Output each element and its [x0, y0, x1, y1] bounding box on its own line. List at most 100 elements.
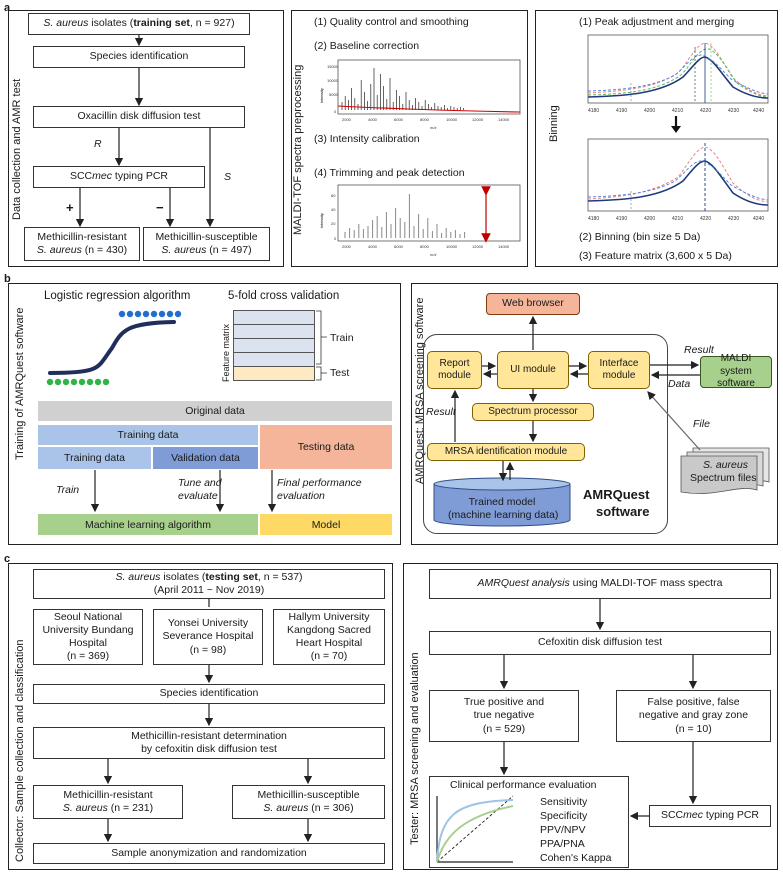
c-amr-analysis-box: AMRQuest analysis using MALDI-TOF mass s… — [429, 569, 771, 599]
spectrum-processor-box: Spectrum processor — [472, 403, 594, 421]
bin2-xtick: 4210 — [672, 216, 683, 222]
spec1-xlabel: m/z — [430, 125, 436, 130]
spec1-xtick: 12000 — [472, 117, 484, 122]
c-species-box: Species identification — [33, 684, 385, 704]
negative-dot — [70, 378, 78, 386]
panel-a-binning — [535, 10, 778, 267]
negative-dot — [102, 378, 110, 386]
cv-fold-1 — [233, 310, 315, 325]
testing-data-bar: Testing data — [260, 425, 392, 469]
positive-dot — [158, 310, 166, 318]
positive-dot — [150, 310, 158, 318]
bin1-xtick: 4240 — [753, 108, 764, 114]
spec2-ytick: 60 — [331, 193, 336, 198]
roc-curve-icon — [436, 795, 514, 863]
bin2-xtick: 4180 — [588, 216, 599, 222]
metric-sensitivity: Sensitivity — [540, 796, 588, 808]
label-final-1: Final performance — [277, 477, 362, 489]
spectrum-files-icon — [680, 447, 770, 494]
positive-dot — [142, 310, 150, 318]
a-ms-box: Methicillin-susceptible S. aureus (n = 4… — [143, 227, 270, 261]
original-data-bar: Original data — [38, 401, 392, 421]
bin2-xtick: 4200 — [644, 216, 655, 222]
ui-module-box: UI module — [497, 351, 569, 389]
c-isolates-box: S. aureus isolates (testing set, n = 537… — [33, 569, 385, 599]
spec1-xtick: 4000 — [368, 117, 378, 122]
cv-train-label: Train — [330, 332, 354, 344]
amrquest-label-2: software — [596, 504, 650, 519]
binning-side-label: Binning — [548, 105, 560, 142]
cv-fold-2 — [233, 324, 315, 339]
training-data-sub: Training data — [38, 447, 151, 469]
spec1-ytick: 10000 — [327, 78, 339, 83]
clinical-title: Clinical performance evaluation — [450, 779, 597, 791]
c-scc-box: SCCmec typing PCR — [649, 805, 771, 827]
c-anonymization-box: Sample anonymization and randomization — [33, 843, 385, 864]
metric-specificity: Specificity — [540, 810, 588, 822]
a-r-label: R — [94, 138, 102, 150]
maldi-side-label: MALDI-TOF spectra preprocessing — [292, 64, 304, 235]
maldi-step3: (3) Intensity calibration — [314, 133, 420, 145]
spectrum-baseline-plot: Intensity 15000 10000 5000 0 2000 4000 6… — [319, 59, 521, 130]
cv-test-label: Test — [330, 367, 350, 379]
c-cefoxitin-box: Cefoxitin disk diffusion test — [429, 631, 771, 655]
spec2-ytick: 40 — [331, 207, 336, 212]
a-scc-box: SCCmec typing PCR — [33, 166, 205, 188]
panel-letter-c: c — [4, 553, 11, 565]
binned-plot: 4180 4190 4200 4210 4220 4230 4240 — [587, 138, 769, 222]
bin2-xtick: 4190 — [616, 216, 627, 222]
negative-dot — [46, 378, 54, 386]
a-side-label: Data collection and AMR test — [11, 78, 23, 220]
positive-dot — [166, 310, 174, 318]
result-label-right: Result — [684, 344, 714, 356]
spectrum-peaks-plot: Intensity 60 40 20 0 2000 4000 6000 8000… — [319, 184, 521, 257]
trained-model-1: Trained model — [468, 496, 536, 508]
negative-dot — [94, 378, 102, 386]
negative-dot — [78, 378, 86, 386]
bin1-xtick: 4180 — [588, 108, 599, 114]
spec1-xtick: 14000 — [498, 117, 510, 122]
binning-down-arrow — [671, 116, 681, 133]
mrsa-module-box: MRSA identification module — [427, 443, 585, 461]
cv-braces — [316, 310, 327, 381]
spec2-xtick: 6000 — [394, 244, 404, 249]
file-label: File — [693, 418, 710, 430]
spec1-ytick: 5000 — [329, 92, 339, 97]
panel-letter-b: b — [4, 273, 11, 285]
cv-title: 5-fold cross validation — [228, 290, 340, 302]
spec2-xtick: 14000 — [498, 244, 510, 249]
result-label-left: Result — [426, 406, 456, 418]
maldi-step2: (2) Baseline correction — [314, 40, 420, 52]
bin1-xtick: 4210 — [672, 108, 683, 114]
spec1-ytick: 0 — [334, 109, 337, 114]
cv-fold-4 — [233, 352, 315, 367]
metric-ppv-npv: PPV/NPV — [540, 824, 586, 836]
label-tune-1: Tune and — [178, 477, 222, 489]
spec2-xtick: 12000 — [472, 244, 484, 249]
spec2-xtick: 8000 — [420, 244, 430, 249]
a-species-box: Species identification — [33, 46, 245, 68]
maldi-step4: (4) Trimming and peak detection — [314, 167, 465, 179]
spec2-ytick: 20 — [331, 221, 336, 226]
a-s-label: S — [224, 171, 232, 183]
logistic-regression-icon — [46, 310, 182, 386]
spec2-ylabel: Intensity — [319, 213, 324, 228]
spec1-xtick: 2000 — [342, 117, 352, 122]
positive-dot — [134, 310, 142, 318]
c-side-right: Tester: MRSA screening and evaluation — [409, 652, 421, 845]
a-mr-box: Methicillin-resistant S. aureus (n = 430… — [24, 227, 140, 261]
panel-letter-a: a — [4, 2, 11, 14]
binning-step3: (3) Feature matrix (3,600 x 5 Da) — [579, 250, 732, 262]
binning-step2: (2) Binning (bin size 5 Da) — [579, 231, 701, 243]
validation-data-bar: Validation data — [153, 447, 258, 469]
spec1-xtick: 8000 — [420, 117, 430, 122]
cv-fold-3 — [233, 338, 315, 353]
